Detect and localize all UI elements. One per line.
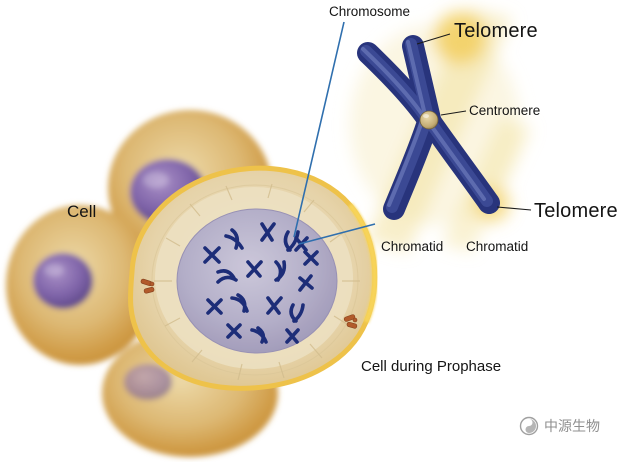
cytoplasm-striations [154, 183, 360, 381]
chromosome-x [363, 42, 489, 209]
chromatid-right-label: Chromatid [466, 239, 529, 254]
telomere-top-pointer [416, 33, 451, 45]
condensed-chromosomes [203, 222, 319, 344]
telomere-bottom-pointer [496, 206, 532, 211]
zoom-callout-lines [293, 21, 376, 245]
prophase-cell [128, 165, 378, 391]
centromere-dot [419, 110, 439, 130]
cell-label: Cell [67, 202, 97, 221]
zhongyuan-swirl-logo-icon [519, 416, 539, 436]
watermark: 中源生物 [519, 416, 600, 436]
nucleus [33, 253, 93, 309]
centromere-label: Centromere [469, 103, 541, 118]
cell-left [6, 205, 154, 365]
telomere-top-label: Telomere [454, 20, 538, 42]
watermark-text: 中源生物 [544, 418, 600, 434]
cell-during-prophase-label: Cell during Prophase [361, 358, 502, 375]
label-pointer-lines [416, 33, 532, 211]
nucleus [124, 364, 172, 400]
telomere-bottom-label: Telomere [534, 200, 618, 222]
centromere-pointer [440, 110, 467, 116]
chromatid-left-label: Chromatid [381, 239, 444, 254]
chromosome-label: Chromosome [329, 4, 411, 19]
centriole-left [140, 278, 155, 294]
centriole-right [343, 314, 358, 329]
